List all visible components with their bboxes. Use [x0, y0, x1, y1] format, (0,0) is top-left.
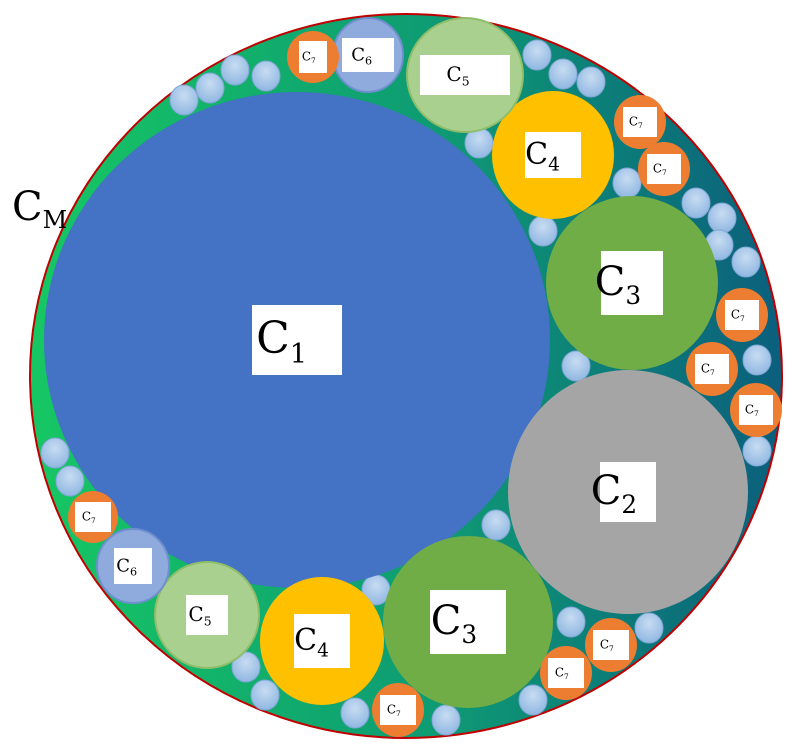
small-filler-circle	[707, 202, 737, 234]
small-filler-circle	[561, 350, 591, 382]
circle-c6-label: C6	[116, 555, 137, 578]
circle-c4: C4	[260, 577, 384, 705]
circle-c2: C2	[508, 370, 748, 614]
circle-c5-label: C5	[446, 62, 469, 88]
circle-c3-label: C3	[595, 259, 641, 310]
small-filler-circle	[522, 39, 552, 71]
small-filler-circle	[548, 58, 578, 90]
small-filler-circle	[731, 246, 761, 278]
small-filler-circle	[40, 437, 70, 469]
small-filler-circle	[528, 215, 558, 247]
circle-c7-label: C7	[629, 115, 643, 131]
circle-c7: C7	[540, 646, 592, 700]
circle-c6: C6	[332, 17, 404, 93]
circle-c7: C7	[372, 683, 424, 737]
circle-c7-label: C7	[653, 162, 667, 178]
circle-c7-label: C7	[701, 362, 715, 378]
circle-c7-label: C7	[600, 638, 614, 654]
label-box	[420, 55, 510, 95]
circle-c3-label: C3	[431, 598, 477, 649]
small-filler-circle	[231, 651, 261, 683]
circle-c6-label: C6	[351, 44, 372, 67]
circle-c5: C5	[154, 561, 260, 669]
circle-c7: C7	[686, 342, 738, 396]
small-filler-circle	[250, 679, 280, 711]
label-box	[623, 107, 657, 137]
circle-c7-label: C7	[745, 403, 759, 419]
circle-c1: C1	[44, 92, 550, 588]
circle-c7: C7	[287, 31, 339, 83]
label-box	[739, 395, 773, 425]
small-filler-circle	[220, 54, 250, 86]
circle-c5-label: C5	[188, 602, 211, 628]
circle-c7-label: C7	[731, 308, 745, 324]
circle-c7: C7	[614, 95, 666, 149]
label-box	[430, 590, 506, 654]
circle-c7-label: C7	[82, 510, 96, 526]
circle-c2-label: C2	[591, 468, 637, 519]
label-box	[600, 462, 656, 522]
circle-c7: C7	[716, 288, 768, 342]
circle-c7: C7	[730, 383, 782, 437]
circle-c3: C3	[546, 196, 718, 370]
label-box	[342, 38, 394, 72]
label-box	[548, 658, 584, 688]
label-box	[380, 695, 416, 725]
circle-c3: C3	[383, 536, 553, 708]
small-filler-circle	[742, 344, 772, 376]
circle-c4-label: C4	[525, 137, 560, 176]
label-box	[725, 300, 759, 330]
small-filler-circle	[742, 435, 772, 467]
label-box	[114, 548, 152, 584]
circle-c7: C7	[638, 142, 690, 196]
small-filler-circle	[634, 612, 664, 644]
label-box	[75, 502, 111, 532]
label-box	[601, 251, 663, 315]
circle-c7: C7	[68, 491, 118, 543]
circle-c1-label: C1	[256, 313, 307, 370]
small-filler-circle	[481, 509, 511, 541]
small-filler-circle	[431, 704, 461, 736]
circle-c5: C5	[406, 17, 524, 133]
circle-c7-label: C7	[302, 50, 316, 66]
outer-circle-label: CM	[12, 184, 67, 234]
circle-c6: C6	[96, 528, 170, 604]
circle-c4: C4	[492, 91, 614, 219]
small-filler-circle	[340, 697, 370, 729]
circle-c7: C7	[585, 618, 637, 672]
circle-c4-label: C4	[294, 623, 329, 662]
label-box	[593, 630, 629, 660]
circle-c7-label: C7	[555, 666, 569, 682]
label-box	[299, 41, 327, 73]
label-box	[695, 354, 729, 384]
small-filler-circle	[518, 684, 548, 716]
label-box	[647, 154, 681, 184]
small-filler-circle	[169, 84, 199, 116]
small-filler-circle	[556, 606, 586, 638]
small-filler-circle	[55, 465, 85, 497]
small-filler-circle	[251, 60, 281, 92]
small-filler-circle	[681, 187, 711, 219]
circle-c7-label: C7	[387, 703, 401, 719]
small-filler-circle	[576, 66, 606, 98]
label-box	[525, 132, 581, 178]
label-box	[186, 595, 228, 635]
small-filler-circle	[195, 72, 225, 104]
label-box	[294, 614, 350, 668]
small-filler-circle	[612, 167, 642, 199]
label-box	[252, 305, 342, 375]
